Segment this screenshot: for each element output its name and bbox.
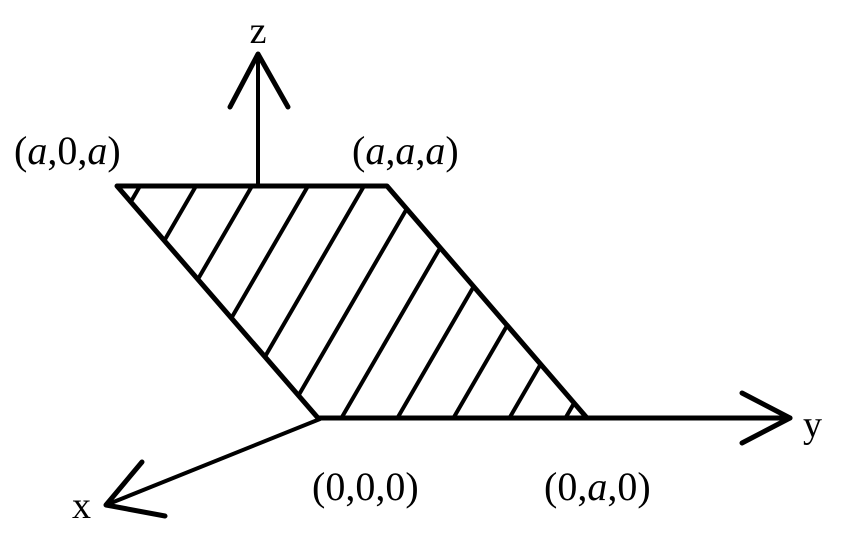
point-label-aaa: (a,a,a)	[352, 128, 459, 173]
y-axis-label: y	[803, 404, 822, 446]
point-label-0a0: (0,a,0)	[544, 464, 651, 509]
x-axis-arrowhead-icon	[103, 459, 168, 519]
point-label-a0a: (a,0,a)	[14, 128, 121, 173]
y-axis-arrowhead-icon	[739, 390, 793, 446]
x-axis	[104, 417, 322, 507]
z-axis-arrowhead-icon	[227, 51, 291, 110]
z-axis-label: z	[250, 10, 267, 52]
hatching	[117, 186, 587, 418]
hatch-line	[494, 186, 587, 418]
point-label-origin: (0,0,0)	[312, 464, 419, 509]
hatch-line	[550, 186, 587, 418]
hatch-line	[117, 186, 219, 418]
hatch-line	[117, 186, 163, 418]
hatch-line	[382, 186, 555, 418]
hatch-line	[158, 186, 331, 418]
x-axis-label: x	[72, 485, 91, 527]
hatch-line	[117, 186, 275, 418]
hatch-line	[326, 186, 499, 418]
hatch-line	[438, 186, 587, 418]
